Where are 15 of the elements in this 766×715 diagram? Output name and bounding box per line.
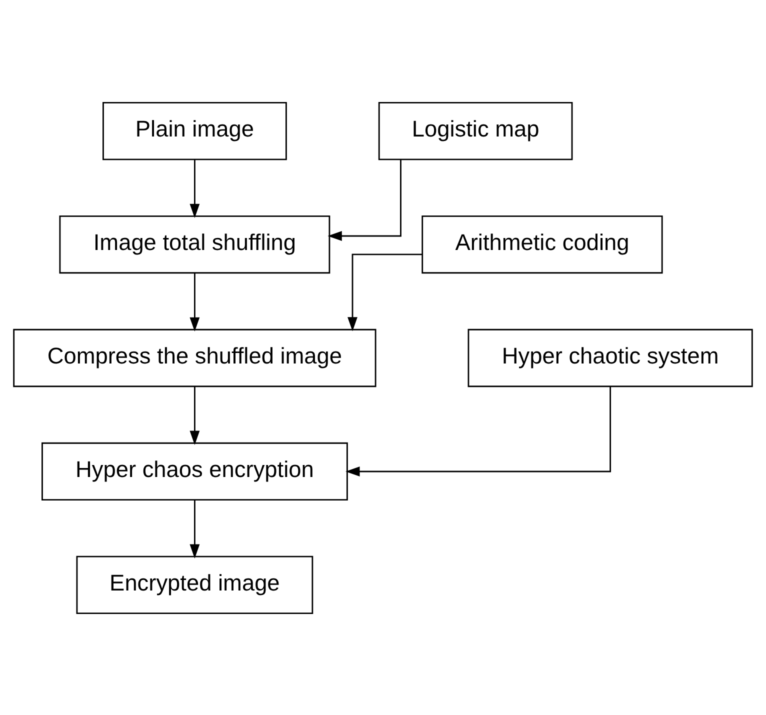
arrow: [348, 253, 422, 331]
arrow: [190, 159, 200, 218]
arrow: [190, 500, 200, 558]
node-box: Plain image: [102, 101, 287, 160]
arrow: [328, 159, 402, 240]
node-box: Logistic map: [378, 101, 573, 160]
node-box: Hyper chaos encryption: [42, 442, 348, 500]
arrow: [346, 386, 612, 476]
node-box: Image total shuffling: [59, 214, 330, 274]
arrow: [190, 272, 200, 332]
arrow: [190, 386, 200, 444]
node-box: Encrypted image: [76, 555, 314, 614]
node-box: Compress the shuffled image: [13, 328, 376, 387]
node-box: Hyper chaotic system: [468, 328, 753, 387]
node-box: Arithmetic coding: [422, 214, 663, 274]
